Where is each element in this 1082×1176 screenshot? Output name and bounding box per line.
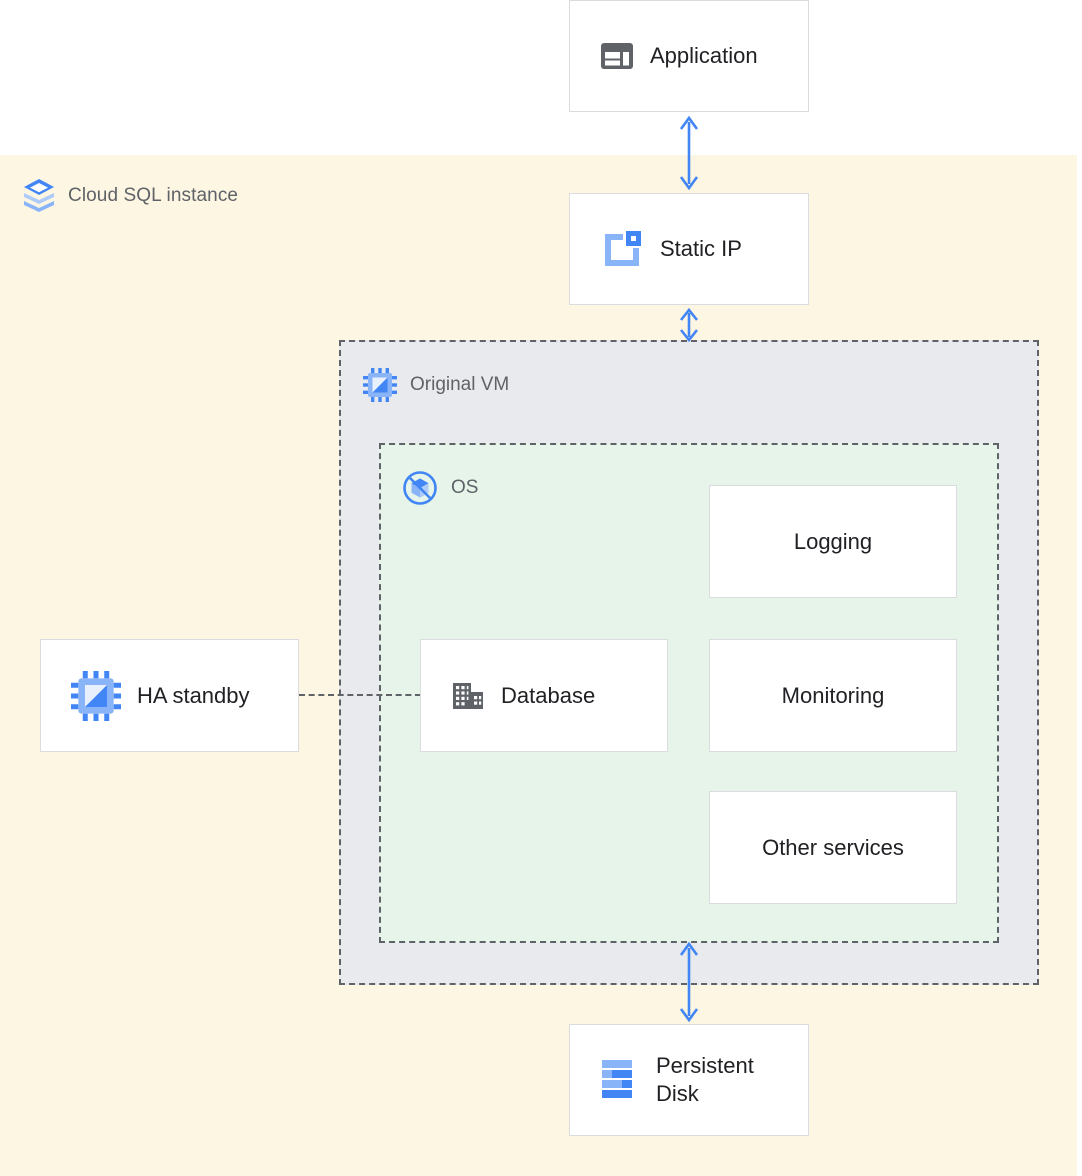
node-label: Monitoring — [781, 682, 885, 708]
connector-application-to-static-ip — [674, 112, 704, 194]
connector-static-ip-to-original-vm — [674, 305, 704, 345]
node-logging[interactable]: Logging — [709, 485, 957, 598]
node-ha-standby[interactable]: HA standby — [40, 639, 299, 752]
node-label: Application — [650, 43, 758, 69]
node-label-line2: Disk — [656, 1081, 699, 1106]
container-label-os: OS — [402, 470, 478, 506]
cpu-chip-icon — [71, 670, 121, 721]
region-label-text: Cloud SQL instance — [68, 185, 239, 206]
container-label-original-vm: Original VM — [363, 368, 509, 402]
node-label-line1: Persistent — [656, 1052, 754, 1078]
persistent-disk-icon — [600, 1058, 640, 1102]
database-building-icon — [451, 679, 485, 713]
connector-os-to-persistent-disk — [674, 938, 704, 1026]
node-label: HA standby — [137, 682, 250, 708]
node-other-services[interactable]: Other services — [709, 791, 957, 904]
cloud-sql-stack-icon — [22, 177, 56, 215]
node-label: Database — [501, 682, 596, 708]
node-monitoring[interactable]: Monitoring — [709, 639, 957, 752]
application-window-icon — [600, 39, 634, 73]
cpu-chip-icon — [363, 368, 397, 402]
node-label: Other services — [762, 834, 904, 860]
node-static-ip[interactable]: Static IP — [569, 193, 809, 305]
node-application[interactable]: Application — [569, 0, 809, 112]
static-ip-icon — [600, 227, 644, 271]
region-label-cloud-sql: Cloud SQL instance — [22, 177, 238, 215]
node-label: Logging — [793, 528, 873, 554]
connector-ha-standby-to-os — [299, 694, 421, 696]
container-label-text: OS — [451, 477, 479, 498]
container-label-text: Original VM — [410, 374, 510, 395]
node-label: Static IP — [660, 236, 742, 262]
os-cube-circle-icon — [402, 470, 438, 506]
node-database[interactable]: Database — [420, 639, 668, 752]
